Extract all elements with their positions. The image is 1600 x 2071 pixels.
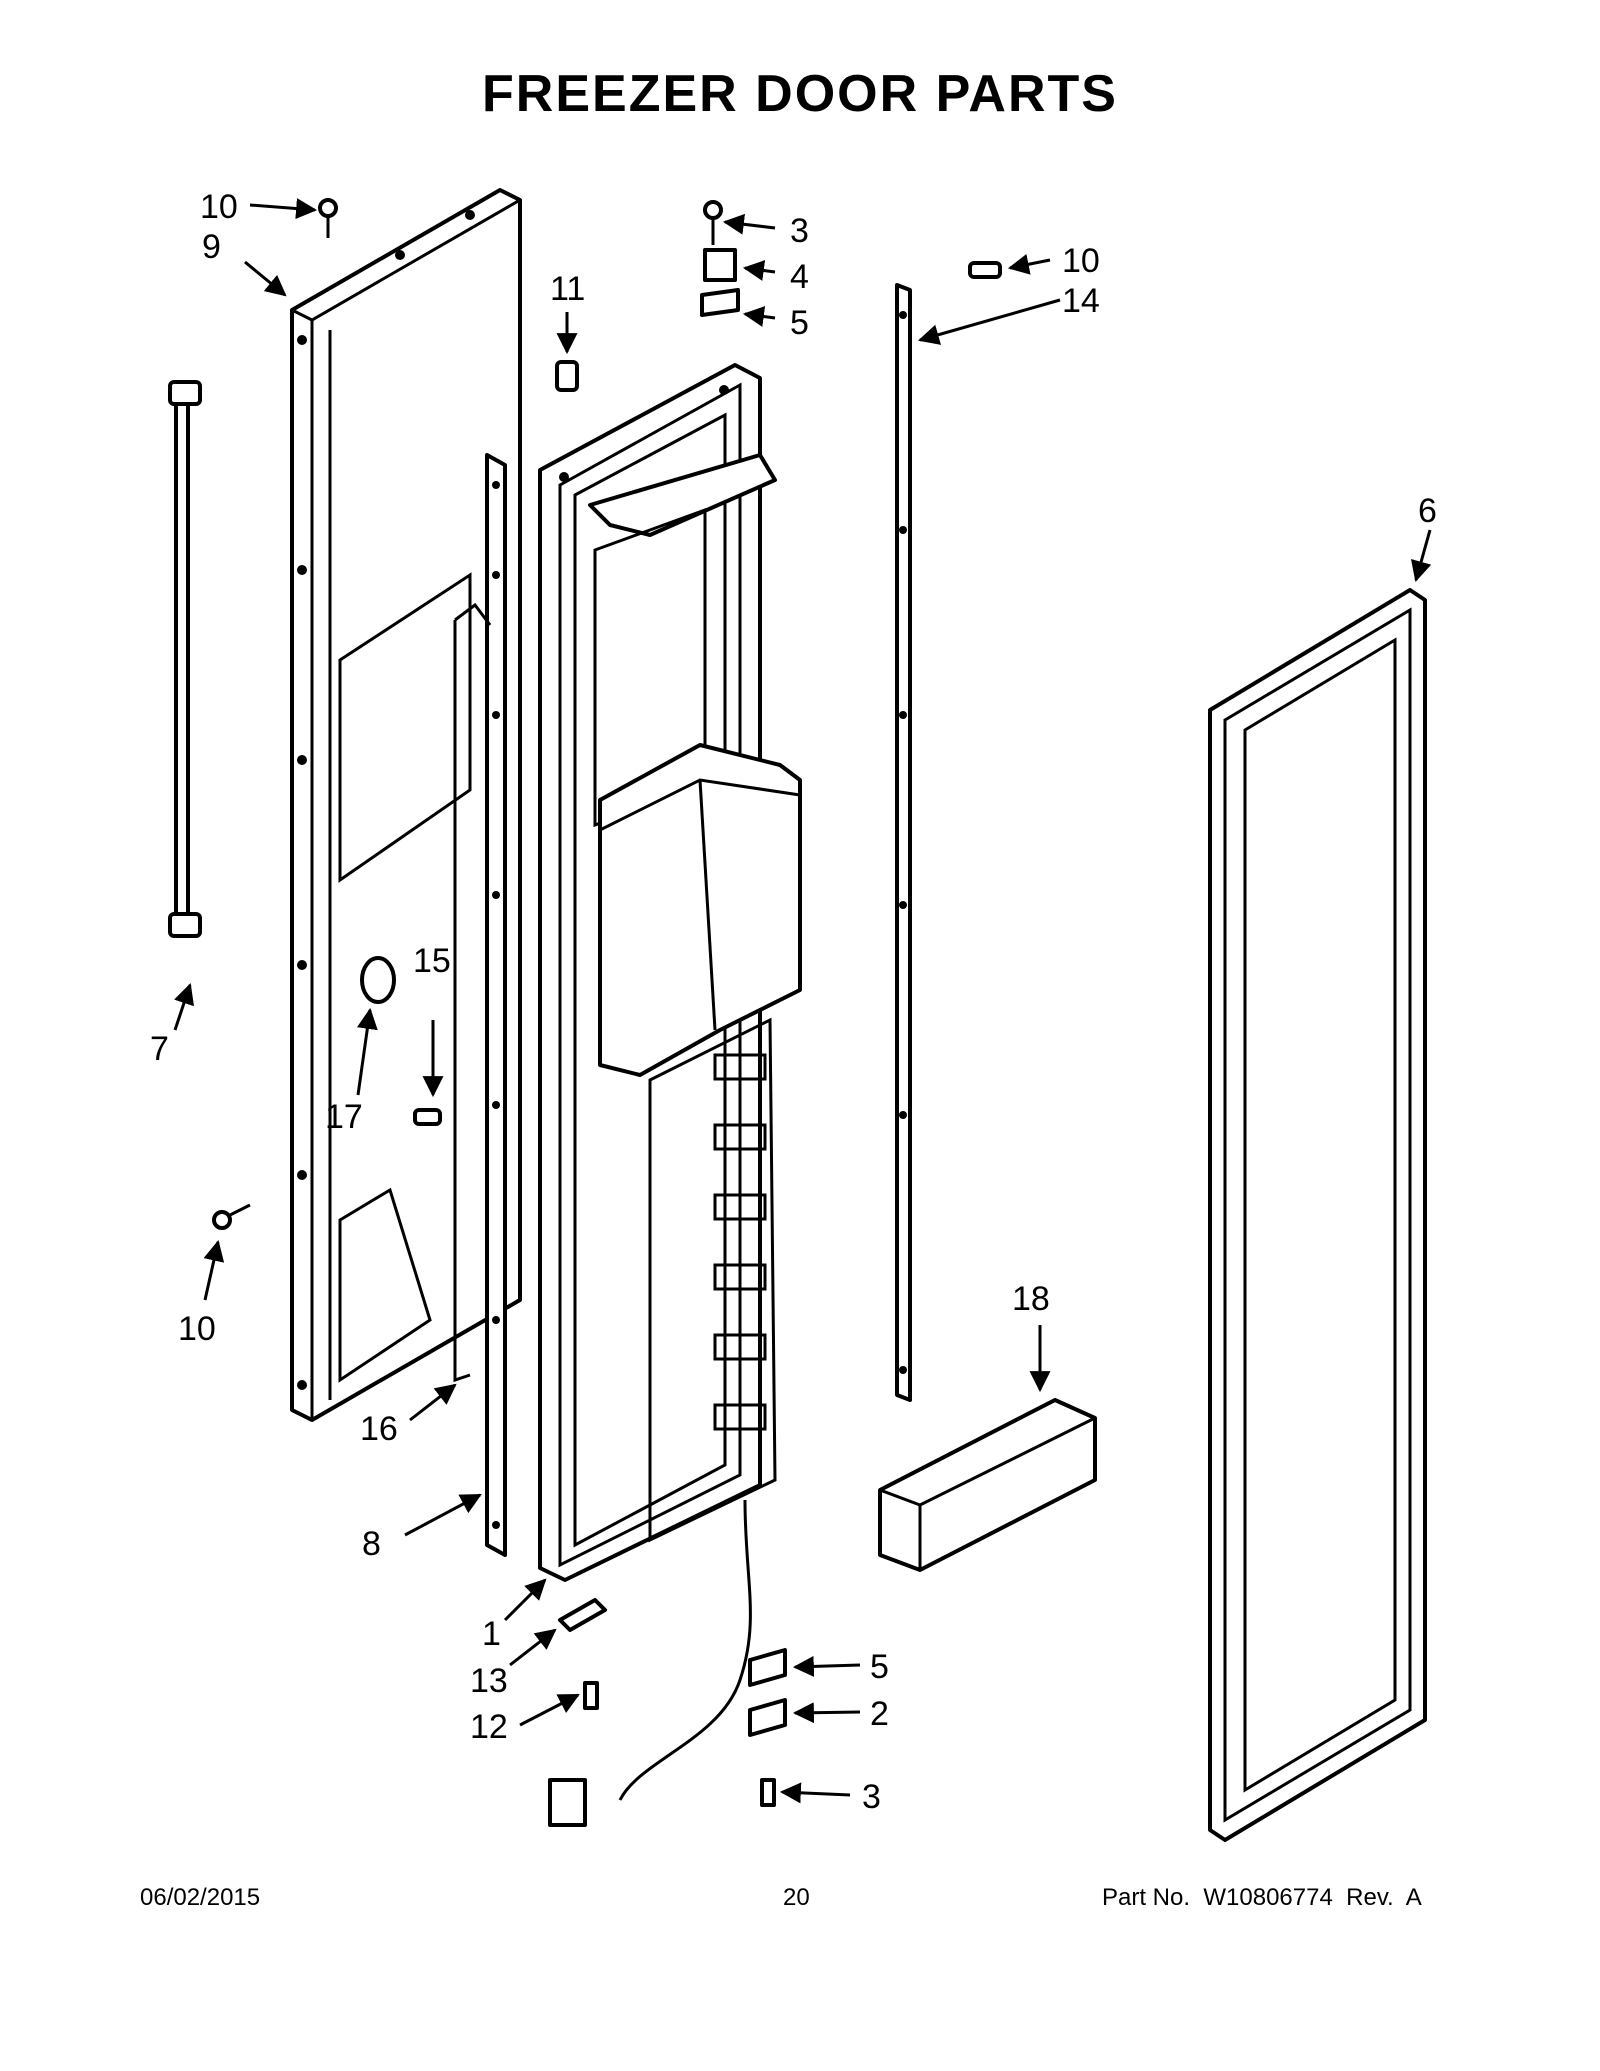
insulation-panel-part-16 bbox=[453, 602, 492, 1383]
callout-10: 10 bbox=[200, 188, 238, 226]
callout-10: 10 bbox=[178, 1310, 216, 1348]
callout-15: 15 bbox=[413, 942, 451, 980]
trim-strip-part-14 bbox=[895, 283, 912, 1402]
door-gasket-part-6 bbox=[1208, 588, 1427, 1842]
wire-harness bbox=[618, 1499, 752, 1801]
callout-6: 6 bbox=[1418, 492, 1437, 530]
spacer-part-11 bbox=[555, 360, 579, 392]
handle-part-7 bbox=[168, 380, 202, 938]
footer-date: 06/02/2015 bbox=[140, 1884, 261, 1911]
shim-part-5-bottom bbox=[748, 1648, 787, 1687]
callout-5: 5 bbox=[870, 1648, 889, 1686]
screw-part-3-bottom bbox=[760, 1778, 776, 1807]
plate-part-17 bbox=[360, 956, 396, 1004]
harness-connector bbox=[548, 1778, 587, 1827]
callout-5: 5 bbox=[790, 304, 809, 342]
page-title: FREEZER DOOR PARTS bbox=[482, 65, 1118, 123]
callout-7: 7 bbox=[150, 1030, 169, 1068]
callout-18: 18 bbox=[1012, 1280, 1050, 1318]
door-frame-part-9 bbox=[290, 188, 522, 1422]
callout-13: 13 bbox=[470, 1662, 508, 1700]
door-panel-part-1 bbox=[538, 363, 802, 1582]
screw-part-10-left bbox=[212, 1210, 232, 1230]
screw-part-10-top bbox=[318, 198, 338, 218]
screw-part-15 bbox=[413, 1108, 442, 1126]
screw-part-3-top bbox=[703, 200, 723, 220]
callout-1: 1 bbox=[482, 1615, 501, 1653]
callout-14: 14 bbox=[1062, 282, 1100, 320]
gasket-strip-part-8 bbox=[485, 453, 507, 1557]
callout-12: 12 bbox=[470, 1708, 508, 1746]
callout-3: 3 bbox=[790, 212, 809, 250]
hinge-part-2 bbox=[748, 1698, 787, 1737]
footer-page-number: 20 bbox=[783, 1884, 810, 1911]
door-bin-part-18 bbox=[878, 1398, 1097, 1572]
footer-part-number: Part No. W10806774 Rev. A bbox=[1102, 1884, 1422, 1911]
callout-10: 10 bbox=[1062, 242, 1100, 280]
hardware-parts bbox=[212, 198, 1002, 1827]
bracket-part-13 bbox=[558, 1598, 607, 1632]
callout-8: 8 bbox=[362, 1525, 381, 1563]
callout-2: 2 bbox=[870, 1695, 889, 1733]
callout-9: 9 bbox=[202, 228, 221, 266]
leader-lines bbox=[173, 198, 1432, 1804]
callout-17: 17 bbox=[325, 1098, 363, 1136]
hinge-part-4 bbox=[703, 248, 737, 282]
screw-part-12 bbox=[583, 1681, 599, 1710]
callout-labels: 10 9 11 3 4 5 10 14 6 7 15 17 10 16 8 18… bbox=[150, 188, 1437, 1816]
callout-11: 11 bbox=[550, 270, 585, 308]
callout-3: 3 bbox=[862, 1778, 881, 1816]
callout-4: 4 bbox=[790, 258, 809, 296]
shim-part-5-top bbox=[700, 288, 740, 317]
callout-16: 16 bbox=[360, 1410, 398, 1448]
screw-part-10-right bbox=[968, 261, 1002, 279]
